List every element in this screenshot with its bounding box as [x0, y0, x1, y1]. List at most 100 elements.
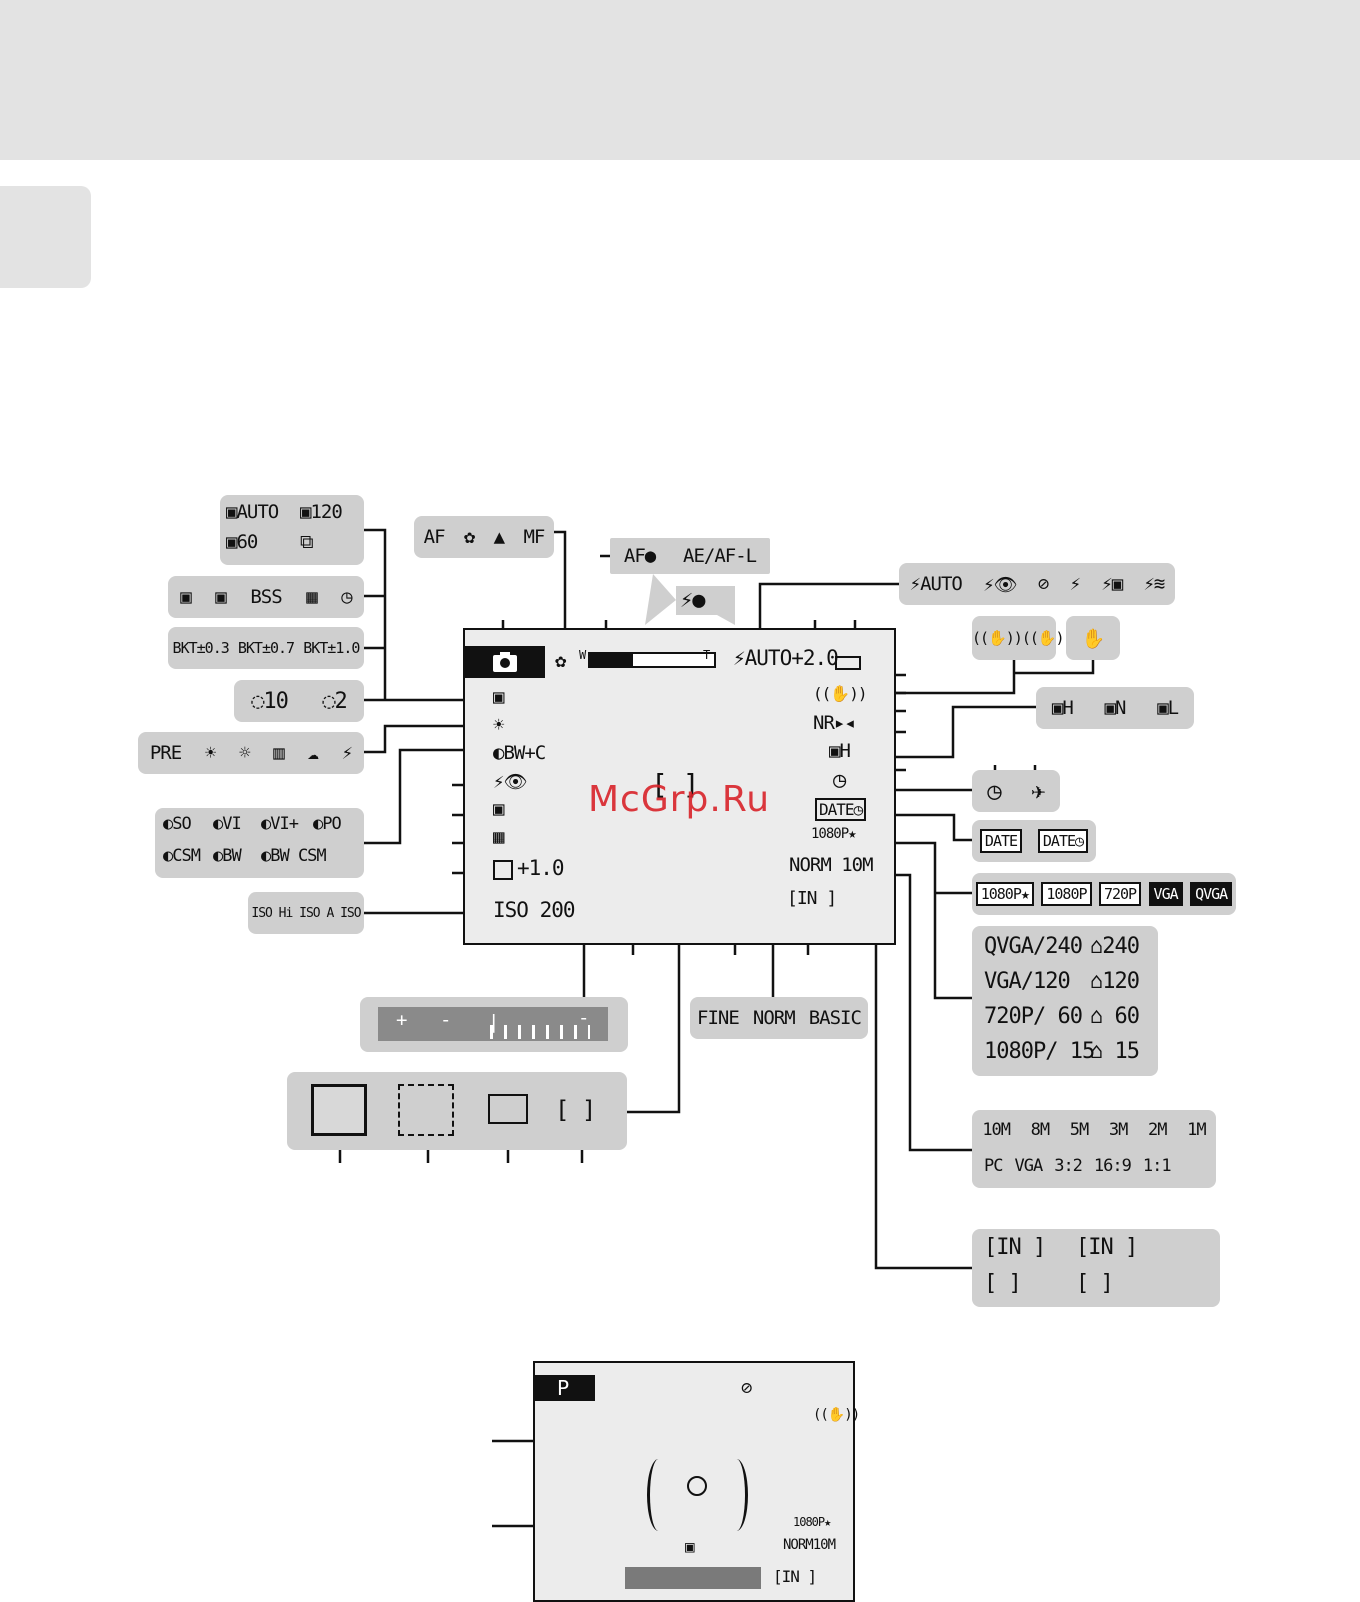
date-imprint-options: DATE DATE◷ [972, 820, 1096, 862]
self-timer-options: ◌10 ◌2 [234, 680, 364, 722]
af-manual-icon [488, 1094, 528, 1124]
movie-qvga: QVGA [1190, 882, 1233, 906]
macro-indicator: ✿ [555, 650, 566, 672]
memory-card-long: [ ] [1076, 1271, 1114, 1296]
focus-manual: MF [523, 526, 545, 548]
memory-card-short: [ ] [984, 1271, 1022, 1296]
quality-size-indicator: NORM 10M [789, 854, 874, 876]
redeye-indicator: ⚡👁 [493, 771, 528, 793]
bkt-0-7: BKT±0.7 [237, 639, 295, 657]
color-vivid: ◐VI [213, 814, 242, 834]
multi-shot-16-icon: ▦ [306, 586, 317, 608]
date-time-tag: DATE◷ [1037, 829, 1089, 853]
fps-vga: VGA/120 [984, 969, 1071, 994]
wb-flash-icon: ⚡ [341, 742, 353, 764]
ev-minus: - [578, 1007, 589, 1029]
memory-options: [IN ] [IN ] [ ] [ ] [972, 1229, 1220, 1307]
quality-fine: FINE [697, 1007, 740, 1029]
hs-120: ⌂120 [1090, 969, 1140, 994]
wb-daylight-icon: ☀ [204, 742, 216, 764]
bkt-0-3: BKT±0.3 [172, 639, 230, 657]
exposure-icon [493, 860, 513, 880]
bkt-1-0: BKT±1.0 [303, 639, 360, 657]
zoom-tele: T [703, 648, 710, 662]
wb-indicator: ☀ [493, 714, 504, 736]
color-vivid-plus: ◐VI+ [261, 814, 299, 834]
wb-cloudy-icon: ☁ [307, 742, 318, 764]
quality-normal: NORM [752, 1007, 796, 1029]
travel-icon: ✈ [1031, 777, 1045, 805]
ev-plus: + [396, 1009, 407, 1031]
iso-auto: A ISO [326, 905, 361, 921]
noise-reduction-indicator: NR▸◂ [813, 712, 856, 734]
iso-label: ISO [251, 905, 273, 921]
status-bar [625, 1567, 761, 1589]
white-balance-options: PRE ☀ ☼ ▥ ☁ ⚡ [138, 732, 364, 774]
shooting-monitor: ✿ W T ⚡AUTO+2.0 ((✋)) NR▸◂ ▣H ◷ DATE◷ 10… [463, 628, 896, 945]
size-2m: 2M [1148, 1120, 1168, 1140]
bss-icon: BSS [250, 586, 282, 608]
quality-size-indicator-2: NORM10M [783, 1537, 836, 1553]
fps-qvga: QVGA/240 [984, 934, 1083, 959]
home-time-icon: ◷ [987, 777, 1001, 805]
date-indicator: DATE◷ [815, 798, 867, 821]
exposure-scale: + - | - [378, 1007, 608, 1041]
af-ae-lock-options: AF● AE/AF-L [610, 538, 770, 574]
flash-redeye-icon: ⚡👁 [983, 573, 1018, 596]
memory-internal-short: [IN ] [984, 1235, 1046, 1260]
flash-ready-indicator: ⚡● [680, 588, 705, 613]
shooting-mode-options: ▣ ▣ BSS ▦ ◷ [168, 576, 364, 618]
memory-indicator-2: [IN ] [773, 1567, 817, 1586]
wb-incandescent-icon: ☼ [239, 742, 250, 764]
focus-mode-options: AF ✿ ▲ MF [414, 516, 554, 558]
continuous-icon: ▣ [215, 586, 226, 608]
af-auto-icon [398, 1084, 454, 1136]
ae-af-lock: AE/AF-L [683, 545, 757, 567]
shooting-mode-indicator: ▣ [493, 686, 504, 708]
vr-indicator-2: ((✋)) [813, 1407, 860, 1423]
focus-bracket-left [647, 1459, 670, 1531]
af-face-priority-icon [311, 1084, 367, 1136]
infinity-icon: ▲ [493, 526, 505, 548]
memory-internal-long: [IN ] [1076, 1235, 1138, 1260]
color-options: ◐SO ◐VI ◐VI+ ◐PO ◐CSM ◐BW ◐BW CSM [155, 808, 364, 878]
movie-1080p: 1080P [1041, 882, 1092, 906]
skin-low: ▣L [1157, 697, 1179, 719]
iso-options: ISO Hi ISO A ISO [248, 892, 364, 934]
wb-fluorescent-icon: ▥ [273, 742, 284, 764]
face-detect-icon: ▣ [685, 1537, 695, 1556]
movie-vga: VGA [1148, 882, 1183, 906]
fps-720p: 720P/ 60 [984, 1004, 1083, 1029]
center-circle [687, 1476, 707, 1496]
wb-preset: PRE [149, 742, 182, 764]
date-tag: DATE [979, 829, 1023, 853]
size-1-1: 1:1 [1142, 1156, 1172, 1176]
ev-center-mark: | [488, 1011, 499, 1033]
color-standard: ◐SO [163, 814, 192, 834]
flash-ev-readout: ⚡AUTO+2.0 [733, 646, 839, 670]
ev-minus-mark: - [440, 1009, 451, 1031]
exposure-bar: + - | - [360, 997, 628, 1052]
skin-softening-options: ▣H ▣N ▣L [1036, 687, 1194, 729]
flash-slow-icon: ⚡▣ [1101, 573, 1123, 595]
single-icon: ▣ [180, 586, 191, 608]
camera-mode-icon [465, 646, 545, 678]
flash-fill-icon: ⚡ [1069, 573, 1081, 595]
vr-indicator: ((✋)) [813, 684, 867, 703]
movie-fps-options: QVGA/240 ⌂240 VGA/120 ⌂120 720P/ 60 ⌂ 60… [972, 926, 1158, 1076]
size-3m: 3M [1108, 1120, 1129, 1140]
size-16-9: 16:9 [1093, 1156, 1132, 1176]
flash-mode-options: ⚡AUTO ⚡👁 ⊘ ⚡ ⚡▣ ⚡≋ [899, 563, 1175, 605]
movie-options: 1080P★ 1080P 720P VGA QVGA [972, 873, 1236, 915]
skin-indicator: ▣H [829, 740, 851, 762]
focus-auto: AF [423, 526, 446, 548]
continuous-auto: ▣AUTO [226, 501, 279, 523]
vr-hybrid-icon: ((✋)) [972, 629, 1023, 647]
movie-720p: 720P [1098, 882, 1142, 906]
time-zone-options: ◷ ✈ [972, 770, 1060, 812]
chapter-tab [0, 186, 91, 288]
continuous-120: ▣120 [300, 501, 343, 523]
skin-normal: ▣N [1104, 697, 1127, 719]
image-size-options: 10M 8M 5M 3M 2M 1M PC VGA 3:2 16:9 1:1 [972, 1110, 1216, 1188]
